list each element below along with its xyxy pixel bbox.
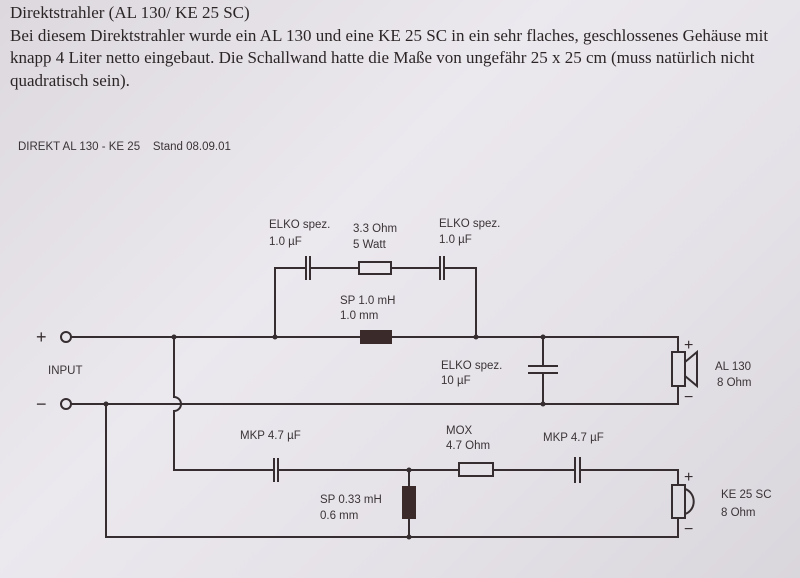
inductor-0-33mh bbox=[402, 486, 416, 519]
resistor-3-3-ohm bbox=[358, 261, 392, 275]
label-tc1: MKP 4.7 µF bbox=[240, 430, 301, 442]
tweeter-model: KE 25 SC bbox=[721, 489, 772, 501]
label-tr1-type: MOX bbox=[446, 425, 473, 437]
label-l1-wire: 1.0 mm bbox=[340, 310, 378, 322]
inductor-1mh bbox=[360, 330, 392, 344]
intro-title: Direktstrahler (AL 130/ KE 25 SC) bbox=[10, 3, 250, 22]
label-c1-type: ELKO spez. bbox=[269, 219, 330, 231]
woofer-impedance: 8 Ohm bbox=[717, 377, 752, 389]
tweeter-plus: + bbox=[684, 469, 693, 486]
label-r1-power: 5 Watt bbox=[353, 239, 387, 251]
label-c3-value: 10 µF bbox=[441, 375, 471, 387]
label-tl1-wire: 0.6 mm bbox=[320, 510, 358, 522]
woofer-model: AL 130 bbox=[715, 361, 751, 373]
capacitor-elko-1uf-b bbox=[439, 256, 445, 280]
label-tl1-value: SP 0.33 mH bbox=[320, 494, 382, 506]
label-c1-value: 1.0 µF bbox=[269, 236, 302, 248]
tweeter-speaker-icon bbox=[671, 484, 695, 519]
resistor-mox-4-7-ohm bbox=[458, 462, 494, 477]
tweeter-minus: − bbox=[684, 521, 693, 538]
capacitor-elko-10uf bbox=[528, 365, 558, 374]
label-l1-value: SP 1.0 mH bbox=[340, 295, 395, 307]
woofer-plus: + bbox=[684, 337, 693, 354]
intro-body: Bei diesem Direktstrahler wurde ein AL 1… bbox=[10, 25, 769, 90]
tweeter-impedance: 8 Ohm bbox=[721, 507, 756, 519]
label-r1-value: 3.3 Ohm bbox=[353, 223, 397, 235]
input-label: INPUT bbox=[48, 365, 83, 377]
label-tr1-value: 4.7 Ohm bbox=[446, 440, 490, 452]
input-plus-terminal bbox=[60, 331, 72, 343]
woofer-minus: − bbox=[684, 389, 693, 406]
intro-text: Direktstrahler (AL 130/ KE 25 SC) Bei di… bbox=[10, 2, 800, 92]
schematic-caption: DIREKT AL 130 - KE 25 Stand 08.09.01 bbox=[18, 141, 231, 153]
label-tc2: MKP 4.7 µF bbox=[543, 432, 604, 444]
input-minus-terminal bbox=[60, 398, 72, 410]
capacitor-mkp-a bbox=[273, 458, 279, 482]
woofer-speaker-icon bbox=[671, 349, 698, 389]
label-c2-type: ELKO spez. bbox=[439, 218, 500, 230]
input-plus-sign: + bbox=[36, 327, 47, 347]
wires bbox=[71, 267, 679, 538]
input-minus-sign: − bbox=[36, 394, 47, 414]
capacitor-mkp-b bbox=[574, 457, 581, 483]
label-c3-type: ELKO spez. bbox=[441, 360, 502, 372]
label-c2-value: 1.0 µF bbox=[439, 234, 472, 246]
capacitor-elko-1uf-a bbox=[305, 256, 311, 280]
junction-dots bbox=[103, 334, 546, 540]
